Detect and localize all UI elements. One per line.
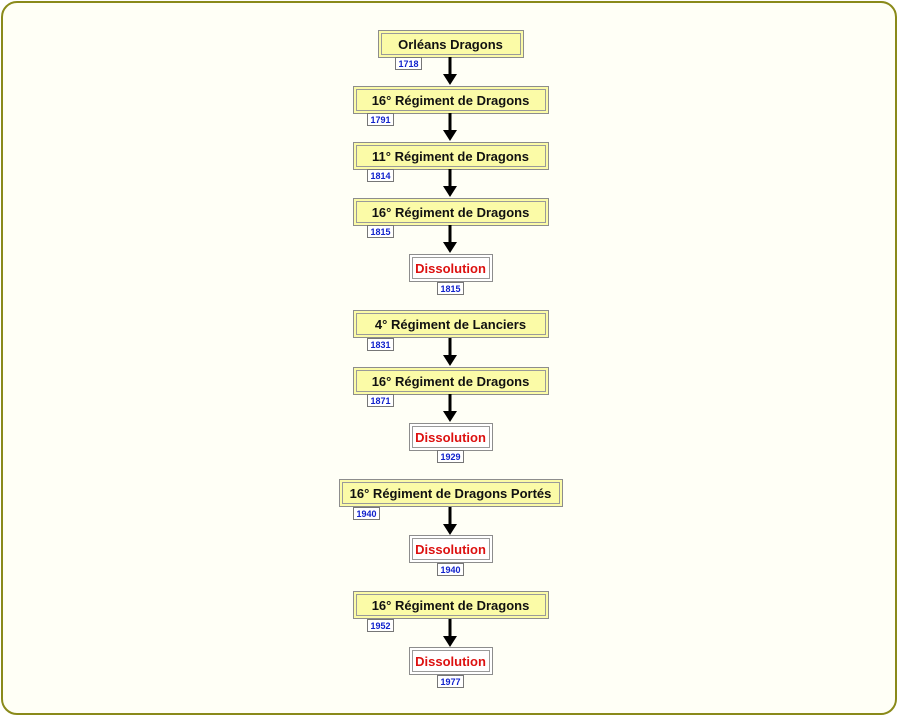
node-label: 16° Régiment de Dragons Portés: [341, 482, 560, 504]
node-label: 16° Régiment de Dragons: [355, 370, 546, 392]
node-16-regiment-de-dragons: 16° Régiment de Dragons: [352, 86, 549, 114]
node-label: Dissolution: [411, 426, 490, 448]
year-badge: 1814: [367, 169, 394, 182]
node-16-regiment-de-dragons-portes: 16° Régiment de Dragons Portés: [338, 479, 563, 507]
year-badge: 1718: [395, 57, 422, 70]
node-11-regiment-de-dragons: 11° Régiment de Dragons: [352, 142, 549, 170]
node-16-regiment-de-dragons: 16° Régiment de Dragons: [352, 198, 549, 226]
year-badge: 1940: [353, 507, 380, 520]
node-label: Orléans Dragons: [380, 33, 521, 55]
node-label: Dissolution: [411, 650, 490, 672]
node-dissolution: Dissolution: [408, 254, 493, 282]
node-label: Dissolution: [411, 538, 490, 560]
node-label: 16° Régiment de Dragons: [355, 201, 546, 223]
node-label: 16° Régiment de Dragons: [355, 594, 546, 616]
year-badge: 1952: [367, 619, 394, 632]
node-4-regiment-de-lanciers: 4° Régiment de Lanciers: [352, 310, 549, 338]
node-dissolution: Dissolution: [408, 535, 493, 563]
year-badge: 1977: [437, 675, 464, 688]
year-badge: 1831: [367, 338, 394, 351]
node-label: 11° Régiment de Dragons: [355, 145, 546, 167]
node-dissolution: Dissolution: [408, 647, 493, 675]
year-badge: 1871: [367, 394, 394, 407]
year-badge: 1815: [367, 225, 394, 238]
year-badge: 1791: [367, 113, 394, 126]
year-badge: 1929: [437, 450, 464, 463]
node-16-regiment-de-dragons: 16° Régiment de Dragons: [352, 591, 549, 619]
node-label: 4° Régiment de Lanciers: [355, 313, 546, 335]
node-dissolution: Dissolution: [408, 423, 493, 451]
node-orleans-dragons: Orléans Dragons: [377, 30, 524, 58]
node-16-regiment-de-dragons: 16° Régiment de Dragons: [352, 367, 549, 395]
year-badge: 1815: [437, 282, 464, 295]
node-label: Dissolution: [411, 257, 490, 279]
node-label: 16° Régiment de Dragons: [355, 89, 546, 111]
year-badge: 1940: [437, 563, 464, 576]
